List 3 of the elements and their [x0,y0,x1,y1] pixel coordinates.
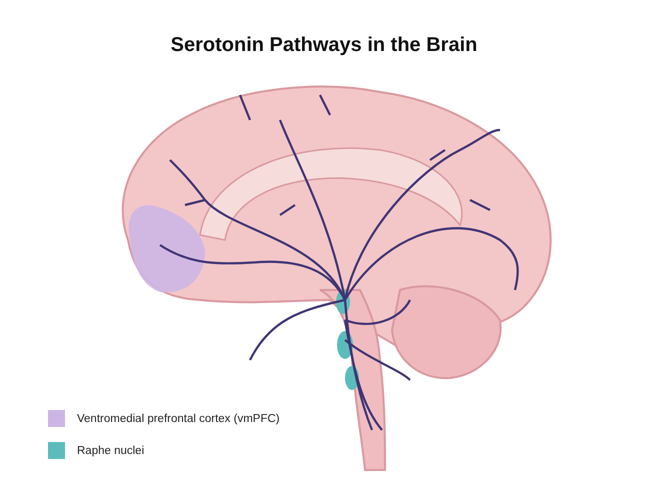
diagram-title: Serotonin Pathways in the Brain [170,34,478,57]
legend-label: Ventromedial prefrontal cortex (vmPFC) [77,412,280,424]
legend-label: Raphe nuclei [77,444,144,456]
